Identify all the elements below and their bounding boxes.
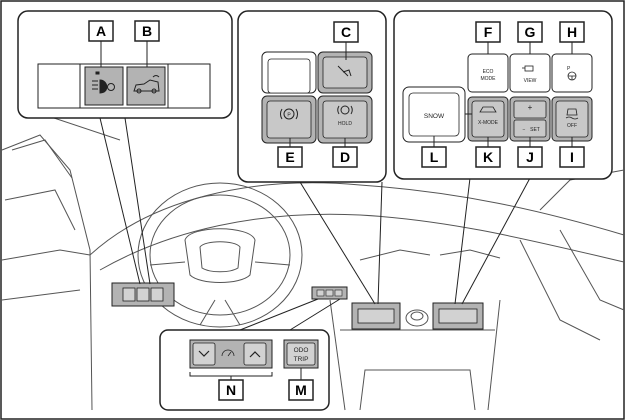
panel-fl: SNOW ECO MODE VIEW P X-MODE + − SET (393, 10, 613, 180)
callout-a-label: A (96, 23, 106, 39)
x-mode-icon (479, 106, 497, 113)
callout-h-label: H (567, 24, 577, 40)
auto-high-beam-icon (92, 71, 115, 94)
odo-button-label-2: TRIP (294, 356, 309, 363)
callout-b: B (134, 20, 160, 67)
x-mode-button-label: X-MODE (478, 120, 499, 126)
callout-c: C (333, 21, 359, 60)
leader-lines (99, 117, 531, 331)
callout-d: D (332, 138, 358, 168)
callout-j-label: J (526, 149, 534, 165)
eco-button-label-2: MODE (481, 76, 497, 82)
grip-control-minus-label: − (523, 127, 526, 133)
view-button-label: VIEW (524, 78, 537, 84)
callout-e: E (277, 138, 303, 168)
svg-text:P: P (287, 113, 291, 119)
off-road-icon (337, 65, 352, 77)
panel-nm: ODO TRIP (159, 329, 330, 411)
callout-l: L (421, 136, 447, 168)
callout-k: K (475, 137, 501, 168)
callout-i: I (559, 137, 585, 168)
callout-g-label: G (525, 24, 536, 40)
chevron-up-icon (249, 351, 261, 358)
camera-view-icon (522, 65, 534, 72)
callout-c-label: C (341, 24, 351, 40)
svg-text:P: P (567, 66, 571, 72)
set-button-label: SET (530, 127, 540, 133)
callout-i-label: I (570, 149, 574, 165)
callout-f-label: F (484, 24, 493, 40)
callout-h: H (559, 21, 585, 54)
callout-k-label: K (483, 149, 493, 165)
chevron-down-icon (198, 350, 210, 357)
console-right-cluster (432, 302, 484, 330)
callout-f: F (475, 21, 501, 54)
eco-button-label-1: ECO (483, 69, 494, 75)
callout-m: M (288, 379, 314, 401)
dashboard-sketch (1, 109, 625, 411)
callout-g: G (517, 21, 543, 54)
parking-assist-icon: P (567, 66, 577, 81)
hold-button-label: HOLD (338, 121, 352, 127)
callout-l-label: L (430, 149, 439, 165)
odo-button-label-1: ODO (294, 347, 309, 354)
panel-ab (17, 10, 233, 119)
panel-cde: P HOLD (237, 10, 387, 183)
vsc-off-icon (565, 108, 579, 120)
callout-e-label: E (285, 149, 294, 165)
parking-brake-icon: P (280, 108, 298, 120)
steering-switch-cluster (311, 286, 348, 300)
brake-hold-icon (337, 105, 353, 115)
snow-button-label: SNOW (424, 113, 445, 120)
callout-d-label: D (340, 149, 350, 165)
console-left-cluster (351, 302, 401, 330)
grip-control-plus-label: + (528, 103, 533, 112)
callout-b-label: B (142, 23, 152, 39)
callout-n-label: N (226, 382, 236, 398)
callout-j: J (517, 137, 543, 168)
meter-control-icon (221, 349, 235, 357)
left-switch-cluster (111, 282, 175, 307)
callout-a: A (88, 20, 114, 67)
callout-m-label: M (295, 382, 307, 398)
vehicle-sensor-icon (133, 75, 160, 94)
callout-n: N (218, 379, 244, 401)
off-button-label: OFF (567, 123, 577, 129)
